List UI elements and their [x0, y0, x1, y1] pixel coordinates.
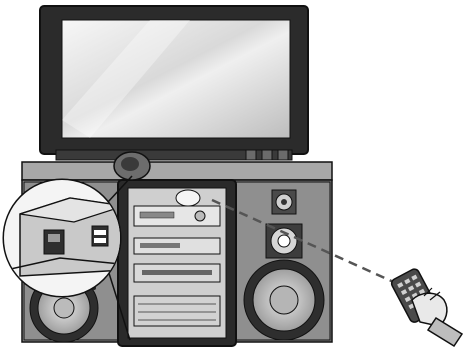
audio-rack	[118, 180, 236, 346]
flat-screen-tv	[40, 6, 308, 160]
hand	[412, 288, 462, 346]
sleeve	[428, 318, 462, 346]
rack-component-4	[134, 296, 220, 326]
right-speaker	[236, 182, 330, 340]
ir-sensor	[114, 152, 150, 180]
tv-base-strip	[56, 150, 292, 160]
